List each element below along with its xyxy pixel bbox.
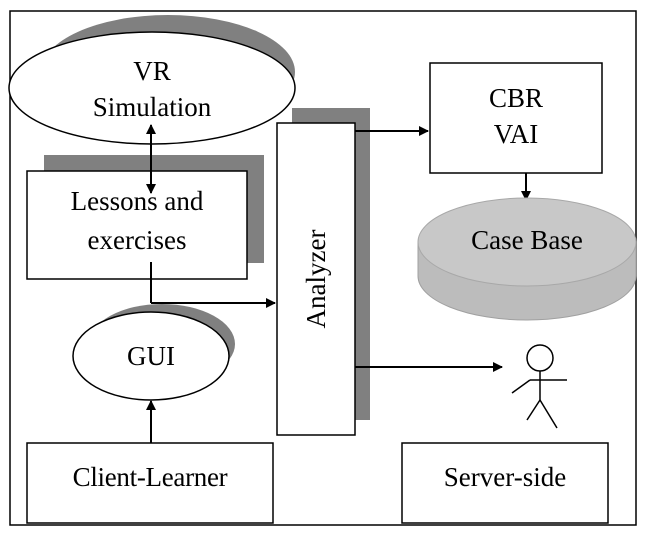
lessons-node: [26, 170, 248, 280]
cbr-vai-label-line1: CBR: [489, 83, 543, 113]
lessons-label-line1: Lessons and: [71, 186, 204, 216]
cbr-vai-label-line2: VAI: [494, 119, 539, 149]
case-base-node: [417, 197, 637, 321]
cbr-vai-node: [429, 62, 603, 174]
case-base-label: Case Base: [471, 225, 583, 255]
analyzer-node: [276, 122, 356, 436]
server-side-node: [401, 442, 609, 524]
vr-simulation-label-line1: VR: [133, 56, 171, 86]
client-learner-node: [26, 442, 274, 524]
server-side-label: Server-side: [444, 462, 566, 492]
analyzer-label: Analyzer: [301, 230, 331, 329]
client-learner-label: Client-Learner: [73, 462, 228, 492]
vr-simulation-label-line2: Simulation: [93, 92, 212, 122]
gui-label: GUI: [127, 341, 175, 371]
stick-figure-icon: [511, 344, 567, 429]
lessons-label-line2: exercises: [88, 225, 187, 255]
